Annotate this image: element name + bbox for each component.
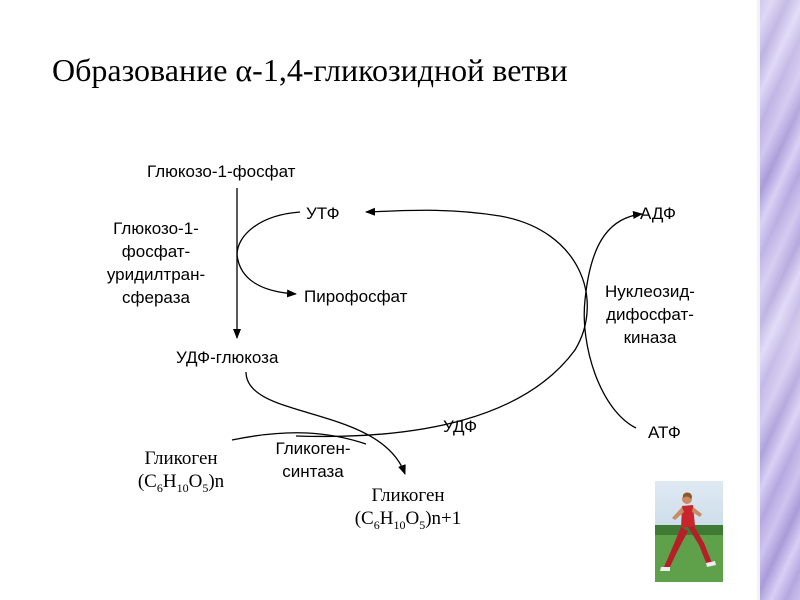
adp-label: АДФ — [640, 204, 676, 223]
enzyme-kinase-line: дифосфат- — [606, 305, 694, 324]
enzyme-synthase-line: синтаза — [282, 462, 344, 481]
enzyme-transferase-line: Глюкозо-1- — [113, 219, 199, 238]
glycogen-name: Гликоген — [371, 485, 445, 506]
enzyme-transferase-line: уридилтран- — [106, 265, 206, 284]
glycogen-formula: (C6H10O5)n+1 — [354, 508, 462, 532]
enzyme-transferase-line: сфераза — [122, 288, 190, 307]
decorative-side-strip — [757, 0, 800, 600]
enzyme-synthase-label: Гликоген- синтаза — [253, 437, 373, 483]
glucose-1-phosphate-label: Глюкозо-1-фосфат — [147, 162, 296, 181]
atp-to-adp-arc — [583, 210, 643, 429]
enzyme-kinase-line: киназа — [623, 328, 677, 347]
utp-label: УТФ — [306, 204, 340, 223]
glycogen-name: Гликоген — [144, 448, 218, 469]
utp-curve — [236, 211, 301, 256]
glycogen-n-label: Гликоген (C6H10O5)n — [126, 447, 236, 500]
enzyme-kinase-line: Нуклеозид- — [605, 282, 695, 301]
atp-label: АТФ — [648, 423, 681, 442]
slide-title: Образование α-1,4-гликозидной ветви — [52, 52, 568, 88]
glycogen-n-plus-1-label: Гликоген (C6H10O5)n+1 — [338, 484, 478, 537]
glycogen-input-curve — [231, 432, 367, 445]
enzyme-synthase-line: Гликоген- — [275, 439, 351, 458]
enzyme-transferase-line: фосфат- — [121, 242, 191, 261]
udp-glucose-label: УДФ-глюкоза — [176, 348, 279, 367]
udp-to-utp-arc — [295, 207, 588, 438]
enzyme-kinase-label: Нуклеозид- дифосфат- киназа — [590, 280, 710, 349]
udp-glucose-to-glycogen-arrow — [245, 371, 406, 475]
enzyme-transferase-label: Глюкозо-1- фосфат- уридилтран- сфераза — [96, 217, 216, 309]
glycogen-formula: (C6H10O5)n — [137, 471, 225, 495]
pyrophosphate-arrow — [236, 254, 297, 298]
udp-label: УДФ — [443, 417, 478, 436]
pyrophosphate-label: Пирофосфат — [304, 287, 408, 306]
runner-photo — [655, 481, 723, 582]
